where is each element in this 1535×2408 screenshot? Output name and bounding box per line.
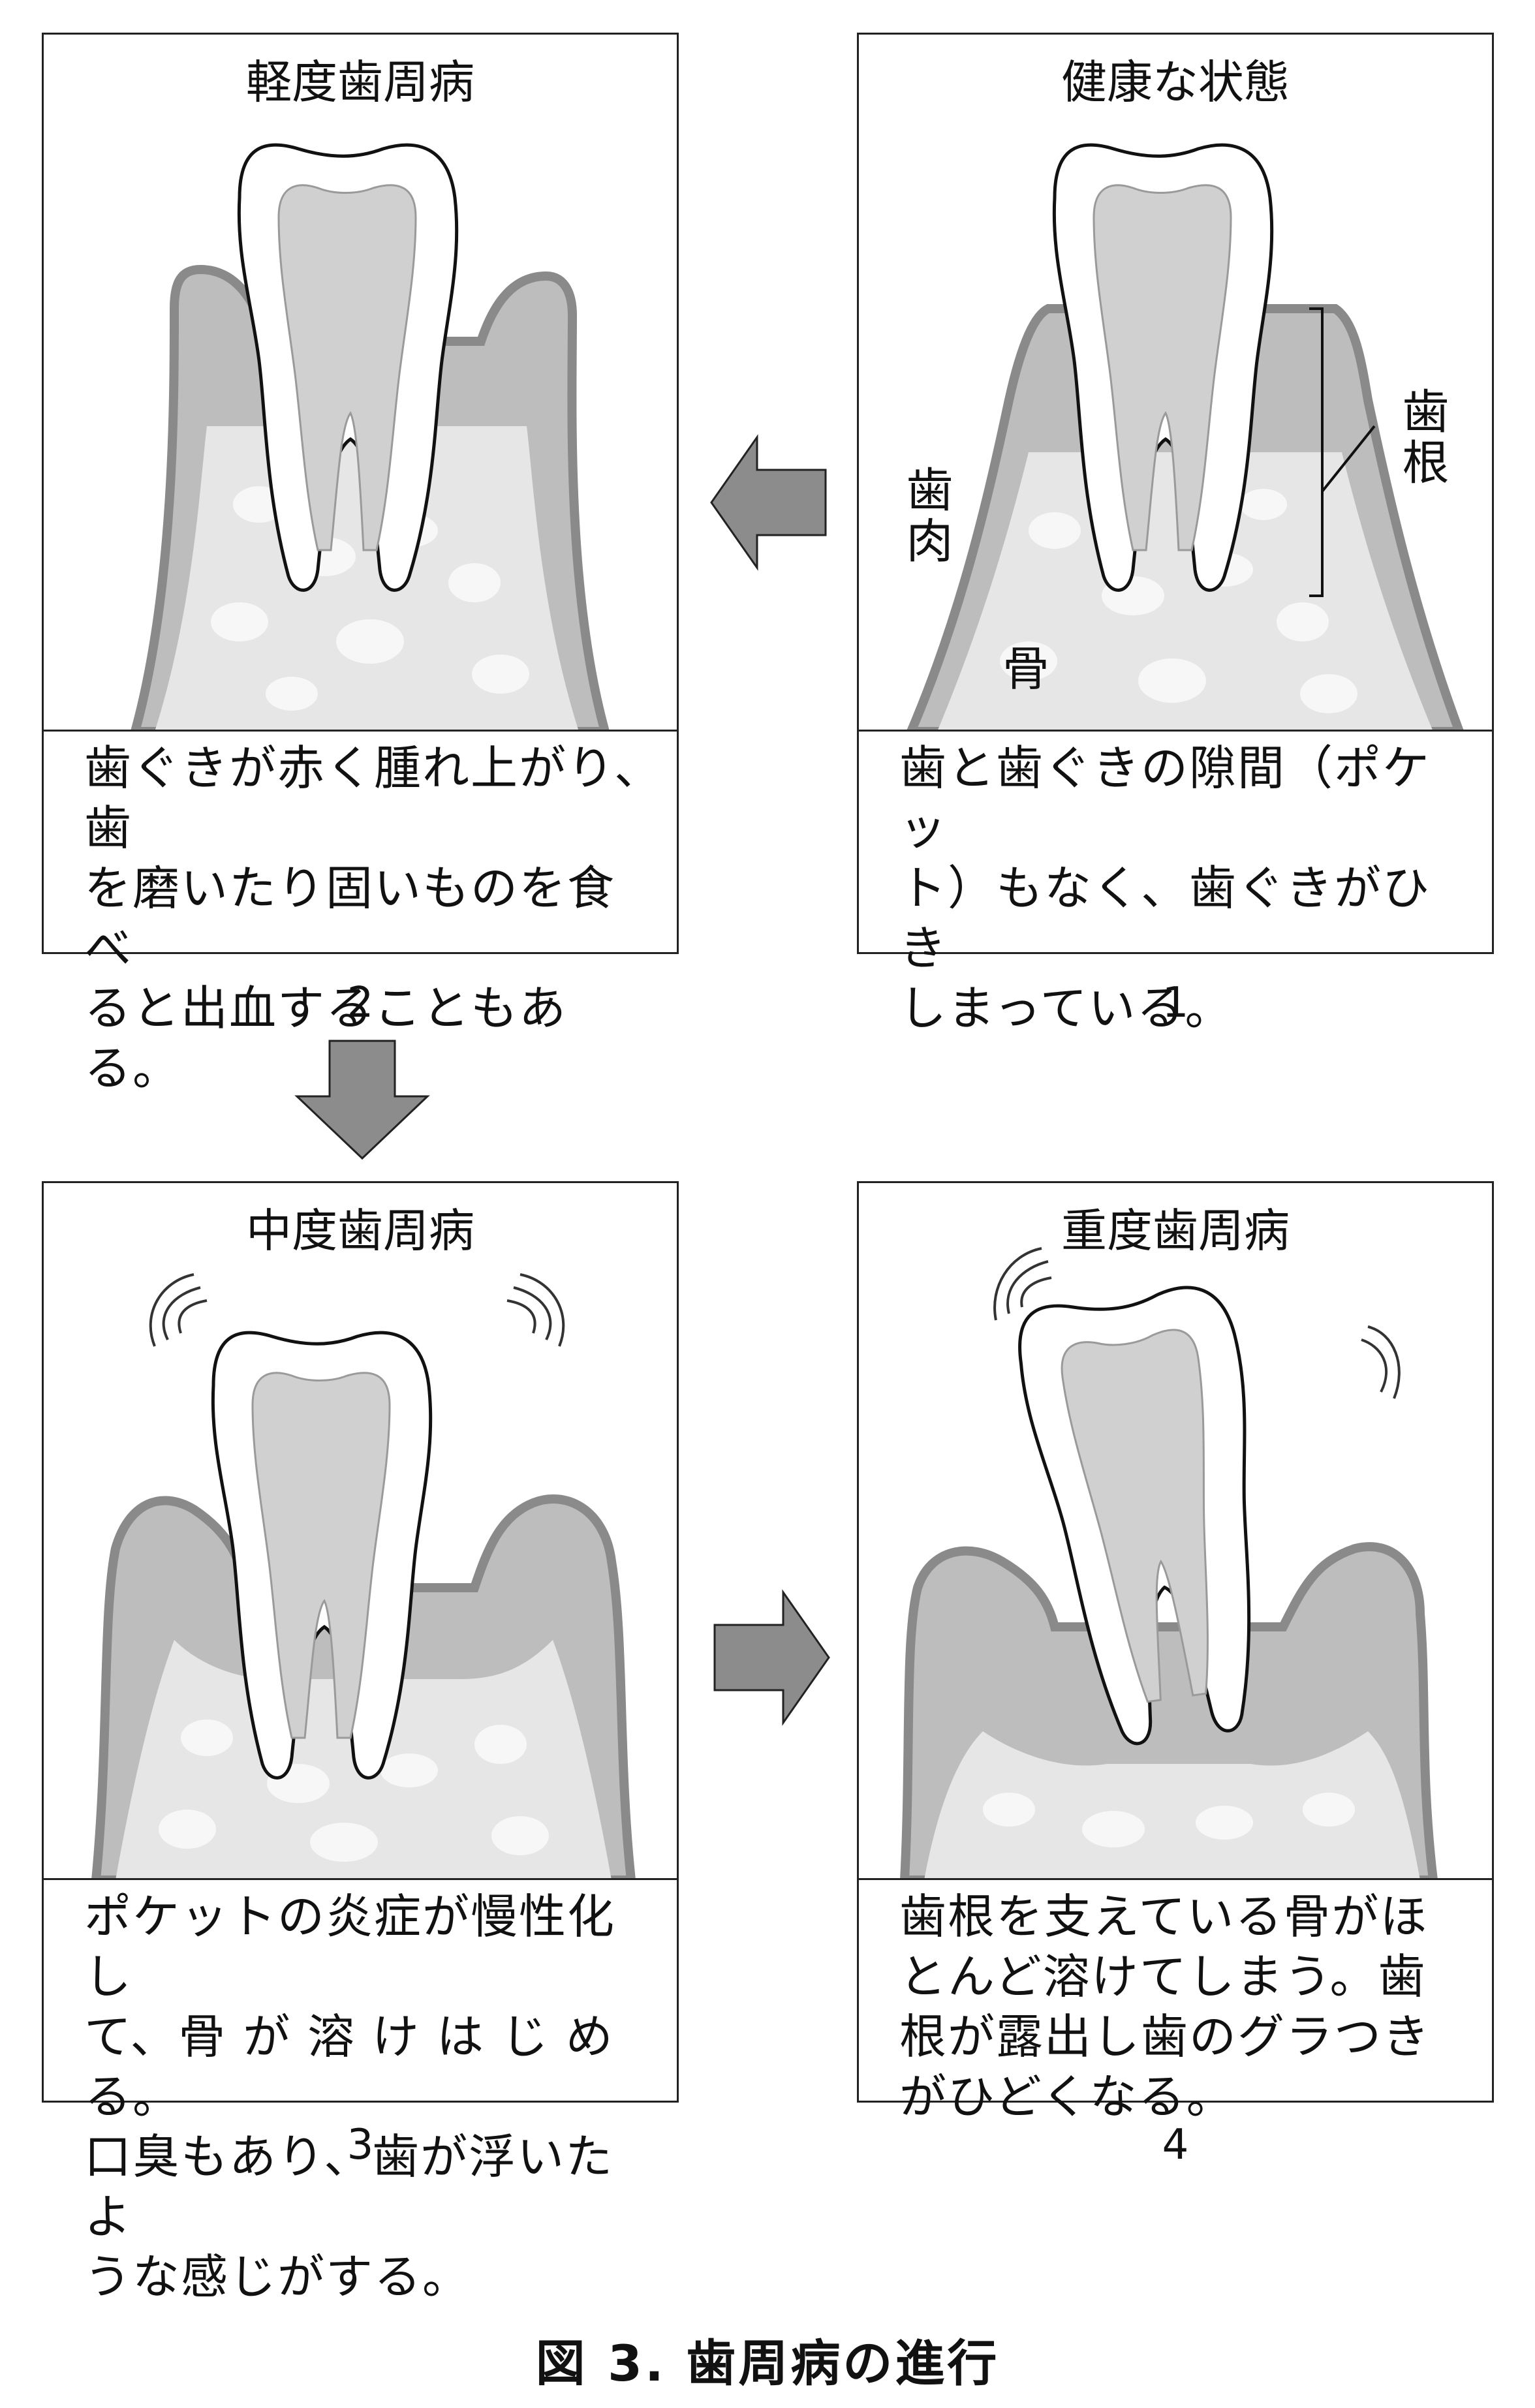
panel-number-1: 1 (1162, 979, 1189, 1027)
panel-number-4: 4 (1162, 2121, 1189, 2169)
panel-description: 歯と歯ぐきの隙間（ポケッ ト）もなく、歯ぐきがひき しまっている。 (899, 741, 1431, 1036)
panel-divider (859, 1878, 1492, 1880)
figure-caption: 図 3. 歯周病の進行 (535, 2334, 1000, 2392)
panel-title: 重度歯周病 (1061, 1204, 1290, 1258)
wobble-marks-left (993, 1247, 1052, 1321)
arrow-left-icon (710, 434, 827, 571)
arrow-right-icon (713, 1589, 830, 1726)
root-leader-line (1321, 425, 1376, 493)
label-bone: 骨 (1002, 641, 1050, 696)
bone-cells (159, 1720, 549, 1862)
tooth-pulp (251, 1372, 391, 1739)
panel-moderate: 中度歯周病 ポケットの炎症が慢性化し て、骨 が 溶 け は じ め る。 口臭… (42, 1181, 679, 2304)
panel-divider (859, 730, 1492, 732)
panel-number-3: 3 (347, 2121, 374, 2169)
panel-description: ポケットの炎症が慢性化し て、骨 が 溶 け は じ め る。 口臭もあり、歯が… (84, 1889, 616, 2304)
panel-divider (44, 730, 677, 732)
tooth-illustration-healthy (906, 143, 1465, 732)
label-gum: 歯肉 (898, 465, 953, 567)
bone (924, 1731, 1420, 1880)
wobble-marks-right (506, 1273, 565, 1347)
panel-mild: 軽度歯周病 歯ぐきが赤く腫れ上がり､歯 を磨いたり固いものを食べ ると出血するこ… (42, 33, 679, 1096)
tooth-illustration-moderate (91, 1273, 636, 1880)
panel-healthy: 健康な状態 歯根 歯肉 骨 歯と歯ぐきの隙間（ポケッ ト）もなく、歯ぐきがひき … (857, 33, 1494, 1036)
wobble-marks-left (149, 1273, 208, 1347)
label-root: 歯根 (1394, 387, 1449, 489)
panel-severe: 重度歯周病 歯根を支えている骨がほ とんど溶けてしまう。歯 根が露出し歯のグラつ… (857, 1181, 1494, 2124)
panel-divider (44, 1878, 677, 1880)
tooth-illustration-severe (899, 1247, 1438, 1880)
root-bracket (1309, 307, 1324, 597)
tooth-pulp (1061, 1329, 1209, 1703)
panel-number-2: 2 (347, 979, 374, 1027)
tilted-tooth (1018, 1286, 1251, 1746)
tooth-pulp (277, 184, 417, 551)
panel-title: 健康な状態 (1061, 55, 1290, 109)
panel-description: 歯根を支えている骨がほ とんど溶けてしまう。歯 根が露出し歯のグラつき がひどく… (899, 1889, 1431, 2124)
panel-title: 中度歯周病 (246, 1204, 474, 1258)
panel-description: 歯ぐきが赤く腫れ上がり､歯 を磨いたり固いものを食べ ると出血することもある。 (84, 741, 641, 1096)
bone-cells (983, 1793, 1355, 1847)
tooth-pulp (1093, 184, 1232, 551)
tooth-illustration-mild (130, 143, 610, 732)
panel-title: 軽度歯周病 (246, 55, 474, 109)
wobble-marks-right (1361, 1325, 1401, 1399)
arrow-down-icon (294, 1040, 430, 1160)
